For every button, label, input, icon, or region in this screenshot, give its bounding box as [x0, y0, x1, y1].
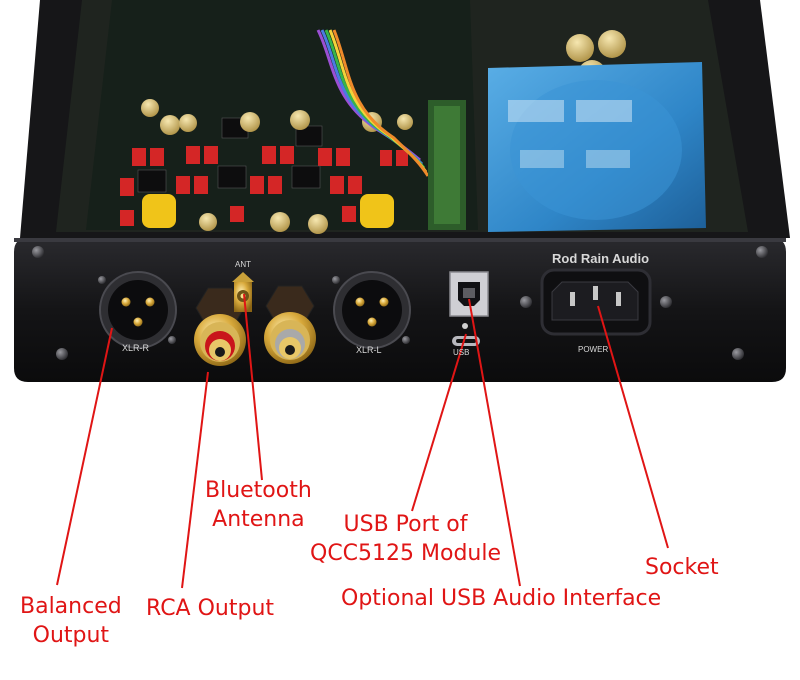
callout-line-bluetooth-antenna [243, 293, 263, 481]
callout-line-optional-usb [468, 298, 521, 587]
callout-optional-usb: Optional USB Audio Interface [341, 586, 662, 611]
usb-label: USB [453, 348, 470, 357]
xlr-r-connector [98, 271, 177, 349]
callout-bluetooth-antenna-line1: Bluetooth [205, 478, 312, 503]
op-amp-chips [137, 117, 323, 193]
chassis-interior [20, 0, 790, 238]
callout-usb-port-line2: QCC5125 Module [310, 541, 502, 566]
callout-line-socket [597, 305, 669, 549]
rca-jack-right [264, 285, 316, 364]
xlr-l-label: XLR-L [356, 345, 382, 355]
usb-c-port [452, 323, 480, 346]
callout-balanced-output-line2: Output [32, 623, 110, 648]
toroidal-transformer [488, 62, 706, 232]
yellow-film-capacitors [142, 194, 394, 228]
screw-icon [56, 348, 68, 360]
callout-line-usb-port [411, 333, 467, 512]
callout-balanced-output-line1: Balanced [20, 594, 122, 619]
xlr-l-connector [332, 271, 411, 349]
ant-label: ANT [235, 260, 251, 269]
screw-icon [732, 348, 744, 360]
screw-icon [756, 246, 768, 258]
usb-b-port [449, 271, 489, 317]
antenna-connector [232, 272, 254, 312]
power-label: POWER [578, 345, 609, 354]
callout-usb-port-line1: USB Port of [343, 512, 468, 537]
callout-socket: Socket [645, 555, 719, 580]
screw-icon [32, 246, 44, 258]
film-capacitors [120, 146, 408, 226]
callout-balanced-output: Balanced Output [20, 592, 122, 650]
callout-usb-port: USB Port of QCC5125 Module [310, 510, 501, 568]
ribbon-cable [316, 29, 430, 177]
power-socket [520, 268, 672, 336]
callout-lines [56, 293, 669, 589]
xlr-r-label: XLR-R [122, 343, 150, 353]
callout-rca-output: RCA Output [146, 596, 275, 621]
callout-bluetooth-antenna: Bluetooth Antenna [205, 476, 312, 534]
callout-bluetooth-antenna-line2: Antenna [212, 507, 305, 532]
callout-line-balanced-output [56, 327, 113, 586]
brand-label: Rod Rain Audio [552, 251, 650, 266]
callout-line-rca-output [181, 371, 209, 589]
